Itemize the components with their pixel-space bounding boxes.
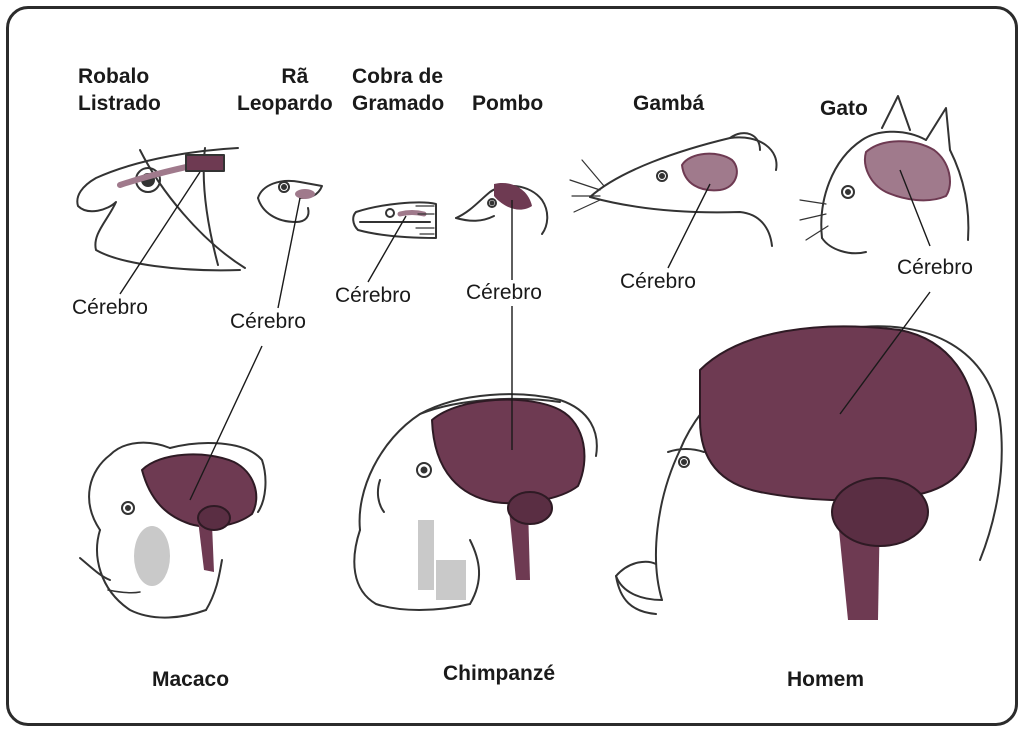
label-cobra-de-gramado: Cobra de Gramado — [352, 63, 444, 117]
leader-cobra — [368, 216, 406, 282]
brain-label-cobra: Cérebro — [335, 284, 411, 308]
label-homem: Homem — [787, 666, 864, 693]
label-robalo-line2: Listrado — [78, 90, 161, 117]
pigeon-head-drawing — [456, 183, 547, 234]
leader-ra — [278, 198, 300, 308]
frog-head-drawing — [258, 181, 322, 222]
label-robalo-listrado: Robalo Listrado — [78, 63, 161, 117]
fish-head-drawing — [77, 148, 245, 270]
label-ra-line1: Rã — [237, 63, 333, 90]
leader-gamba — [668, 184, 710, 268]
opossum-head-drawing — [570, 133, 777, 246]
label-cobra-line2: Gramado — [352, 90, 444, 117]
human-head-drawing — [616, 326, 1002, 620]
label-homem-text: Homem — [787, 666, 864, 693]
label-macaco-text: Macaco — [152, 666, 229, 693]
label-pombo: Pombo — [472, 90, 543, 117]
label-gato: Gato — [820, 95, 868, 122]
monkey-head-drawing — [80, 443, 265, 618]
label-chimpanze-text: Chimpanzé — [443, 660, 555, 687]
label-gamba-text: Gambá — [633, 90, 704, 117]
label-chimpanze: Chimpanzé — [443, 660, 555, 687]
label-robalo-line1: Robalo — [78, 63, 161, 90]
leader-robalo — [120, 172, 200, 294]
chimp-head-drawing — [354, 394, 597, 610]
brain-label-gamba: Cérebro — [620, 270, 696, 294]
brain-label-robalo: Cérebro — [72, 296, 148, 320]
brain-label-ra: Cérebro — [230, 310, 306, 334]
label-ra-leopardo: Rã Leopardo — [237, 63, 333, 117]
label-macaco: Macaco — [152, 666, 229, 693]
brain-label-gato: Cérebro — [897, 256, 973, 280]
label-cobra-line1: Cobra de — [352, 63, 444, 90]
snake-head-drawing — [353, 202, 436, 238]
label-gato-text: Gato — [820, 95, 868, 122]
label-pombo-text: Pombo — [472, 90, 543, 117]
label-gamba: Gambá — [633, 90, 704, 117]
label-ra-line2: Leopardo — [237, 90, 333, 117]
brain-label-pombo: Cérebro — [466, 281, 542, 305]
